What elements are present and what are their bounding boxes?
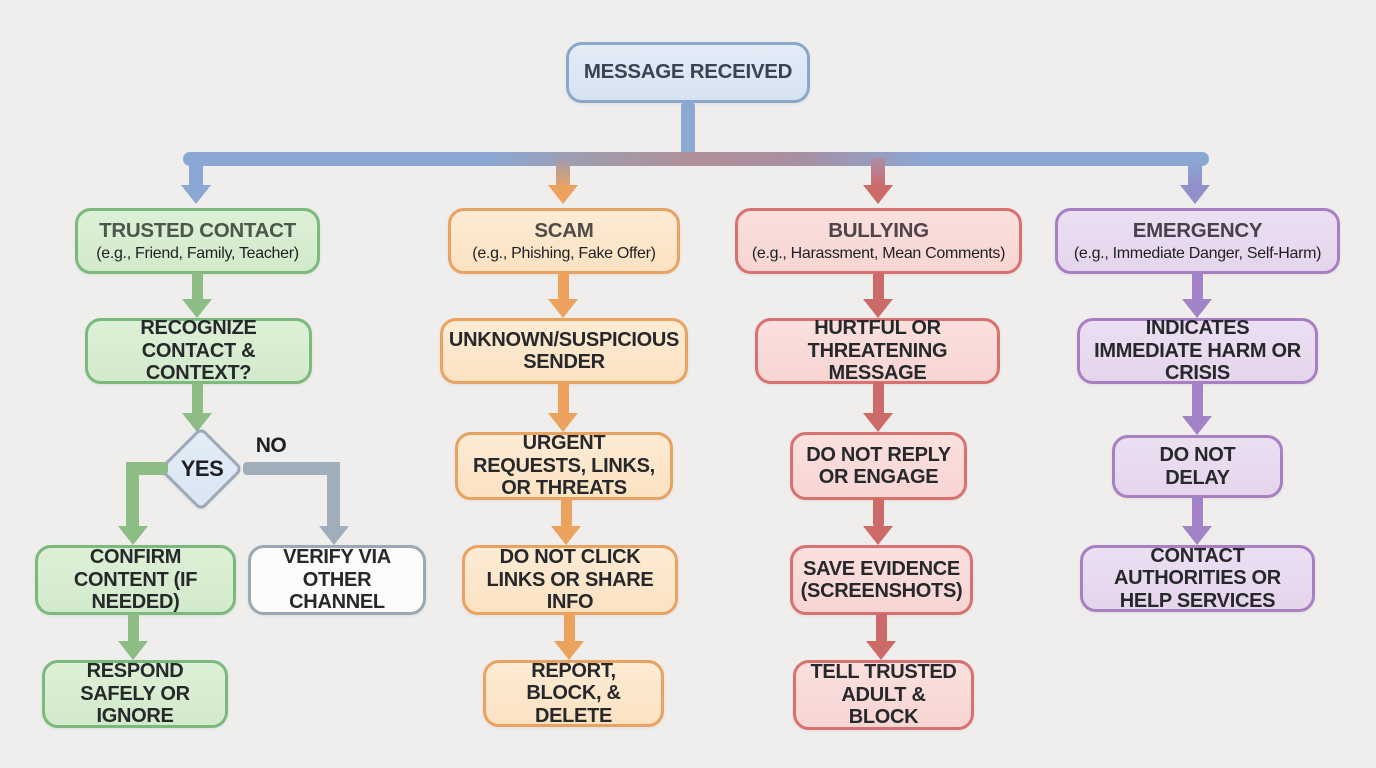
node-save-evidence: SAVE EVIDENCE (SCREENSHOTS) (790, 545, 973, 615)
node-message-received-label: MESSAGE RECEIVED (583, 60, 793, 84)
scam-subtitle: (e.g., Phishing, Fake Offer) (472, 244, 656, 262)
connector-drop-trusted (189, 158, 203, 187)
arrow-head-red-2 (863, 413, 893, 432)
node-tell-trusted-adult: TELL TRUSTED ADULT & BLOCK (793, 660, 974, 730)
node-recognize-contact: RECOGNIZE CONTACT & CONTEXT? (85, 317, 312, 385)
arrow-shaft-green-1 (191, 272, 203, 301)
arrow-head-red-1 (863, 299, 893, 318)
recognize-contact-label: RECOGNIZE CONTACT & CONTEXT? (140, 317, 257, 385)
connector-drop-emergency (1188, 158, 1202, 187)
tell-trusted-adult-label: TELL TRUSTED ADULT & BLOCK (810, 661, 957, 729)
verify-other-channel-label: VERIFY VIA OTHER CHANNEL (283, 546, 391, 614)
arrow-head-orange-3 (551, 526, 581, 545)
arrow-head-yes (118, 526, 148, 545)
node-message-received: MESSAGE RECEIVED (566, 42, 810, 103)
node-scam-header: SCAM (e.g., Phishing, Fake Offer) (448, 208, 680, 274)
arrow-shaft-red-3 (872, 498, 884, 527)
node-respond-safely: RESPOND SAFELY OR IGNORE (42, 660, 228, 728)
arrow-shaft-purple-1 (1191, 272, 1203, 301)
arrow-head-bullying (863, 185, 893, 204)
do-not-click-label: DO NOT CLICK LINKS OR SHARE INFO (486, 546, 654, 614)
arrow-head-purple-1 (1182, 299, 1212, 318)
arrow-shaft-purple-3 (1191, 496, 1203, 528)
arrow-shaft-red-2 (872, 382, 884, 415)
node-indicates-harm: INDICATES IMMEDIATE HARM OR CRISIS (1077, 317, 1318, 385)
arrow-shaft-green-2 (191, 382, 203, 415)
bullying-title: BULLYING (828, 218, 929, 242)
connector-no-horizontal (243, 462, 340, 475)
scam-title: SCAM (534, 218, 594, 242)
node-trusted-contact-header: TRUSTED CONTACT (e.g., Friend, Family, T… (75, 208, 320, 274)
arrow-shaft-purple-2 (1191, 382, 1203, 418)
connector-no-vertical (327, 462, 340, 527)
indicates-harm-label: INDICATES IMMEDIATE HARM OR CRISIS (1094, 317, 1301, 385)
node-hurtful-message: HURTFUL OR THREATENING MESSAGE (755, 317, 1000, 385)
save-evidence-label: SAVE EVIDENCE (SCREENSHOTS) (800, 557, 963, 602)
node-bullying-header: BULLYING (e.g., Harassment, Mean Comment… (735, 208, 1022, 274)
arrow-head-emergency (1180, 185, 1210, 204)
hurtful-message-label: HURTFUL OR THREATENING MESSAGE (807, 317, 948, 385)
node-urgent-requests: URGENT REQUESTS, LINKS, OR THREATS (455, 432, 673, 500)
node-verify-other-channel: VERIFY VIA OTHER CHANNEL (248, 545, 426, 615)
emergency-subtitle: (e.g., Immediate Danger, Self-Harm) (1073, 244, 1322, 262)
arrow-shaft-orange-3 (560, 498, 572, 527)
node-do-not-delay: DO NOT DELAY (1112, 435, 1283, 498)
node-emergency-header: EMERGENCY (e.g., Immediate Danger, Self-… (1055, 208, 1340, 274)
node-contact-authorities: CONTACT AUTHORITIES OR HELP SERVICES (1080, 545, 1315, 612)
arrow-shaft-green-3 (127, 613, 139, 643)
arrow-head-green-2 (182, 413, 212, 432)
arrow-head-green-1 (182, 299, 212, 318)
do-not-reply-label: DO NOT REPLY OR ENGAGE (806, 443, 951, 488)
arrow-head-purple-2 (1182, 416, 1212, 435)
arrow-shaft-red-1 (872, 272, 884, 301)
node-unknown-sender: UNKNOWN/SUSPICIOUS SENDER (440, 318, 688, 384)
arrow-head-purple-3 (1182, 526, 1212, 545)
arrow-shaft-orange-4 (563, 613, 575, 643)
node-do-not-click: DO NOT CLICK LINKS OR SHARE INFO (462, 545, 678, 615)
node-report-block-delete: REPORT, BLOCK, & DELETE (483, 660, 664, 727)
connector-drop-bullying (871, 158, 885, 187)
arrow-head-no (319, 526, 349, 545)
arrow-head-orange-1 (548, 299, 578, 318)
bullying-subtitle: (e.g., Harassment, Mean Comments) (751, 244, 1006, 262)
decision-no-label: NO (255, 434, 287, 457)
arrow-head-red-4 (866, 641, 896, 660)
arrow-head-green-3 (118, 641, 148, 660)
connector-splitter-bar (183, 152, 1209, 166)
arrow-head-scam (548, 185, 578, 204)
connector-yes-vertical (126, 462, 139, 527)
arrow-shaft-orange-2 (557, 382, 569, 415)
connector-drop-scam (556, 158, 570, 187)
respond-safely-label: RESPOND SAFELY OR IGNORE (80, 660, 190, 728)
connector-trunk (681, 100, 695, 158)
decision-yes-label: YES (180, 456, 224, 481)
report-block-delete-label: REPORT, BLOCK, & DELETE (526, 659, 621, 727)
do-not-delay-label: DO NOT DELAY (1159, 444, 1236, 489)
arrow-shaft-red-4 (875, 613, 887, 643)
node-do-not-reply: DO NOT REPLY OR ENGAGE (790, 432, 967, 500)
node-confirm-content: CONFIRM CONTENT (IF NEEDED) (35, 545, 236, 615)
confirm-content-label: CONFIRM CONTENT (IF NEEDED) (73, 546, 198, 614)
arrow-shaft-orange-1 (557, 272, 569, 301)
arrow-head-orange-2 (548, 413, 578, 432)
unknown-sender-label: UNKNOWN/SUSPICIOUS SENDER (448, 328, 680, 373)
urgent-requests-label: URGENT REQUESTS, LINKS, OR THREATS (473, 432, 655, 500)
arrow-head-red-3 (863, 526, 893, 545)
arrow-head-trusted (181, 185, 211, 204)
emergency-title: EMERGENCY (1132, 218, 1263, 242)
trusted-contact-subtitle: (e.g., Friend, Family, Teacher) (96, 244, 299, 262)
trusted-contact-title: TRUSTED CONTACT (99, 218, 296, 242)
contact-authorities-label: CONTACT AUTHORITIES OR HELP SERVICES (1114, 544, 1281, 612)
arrow-head-orange-4 (554, 641, 584, 660)
